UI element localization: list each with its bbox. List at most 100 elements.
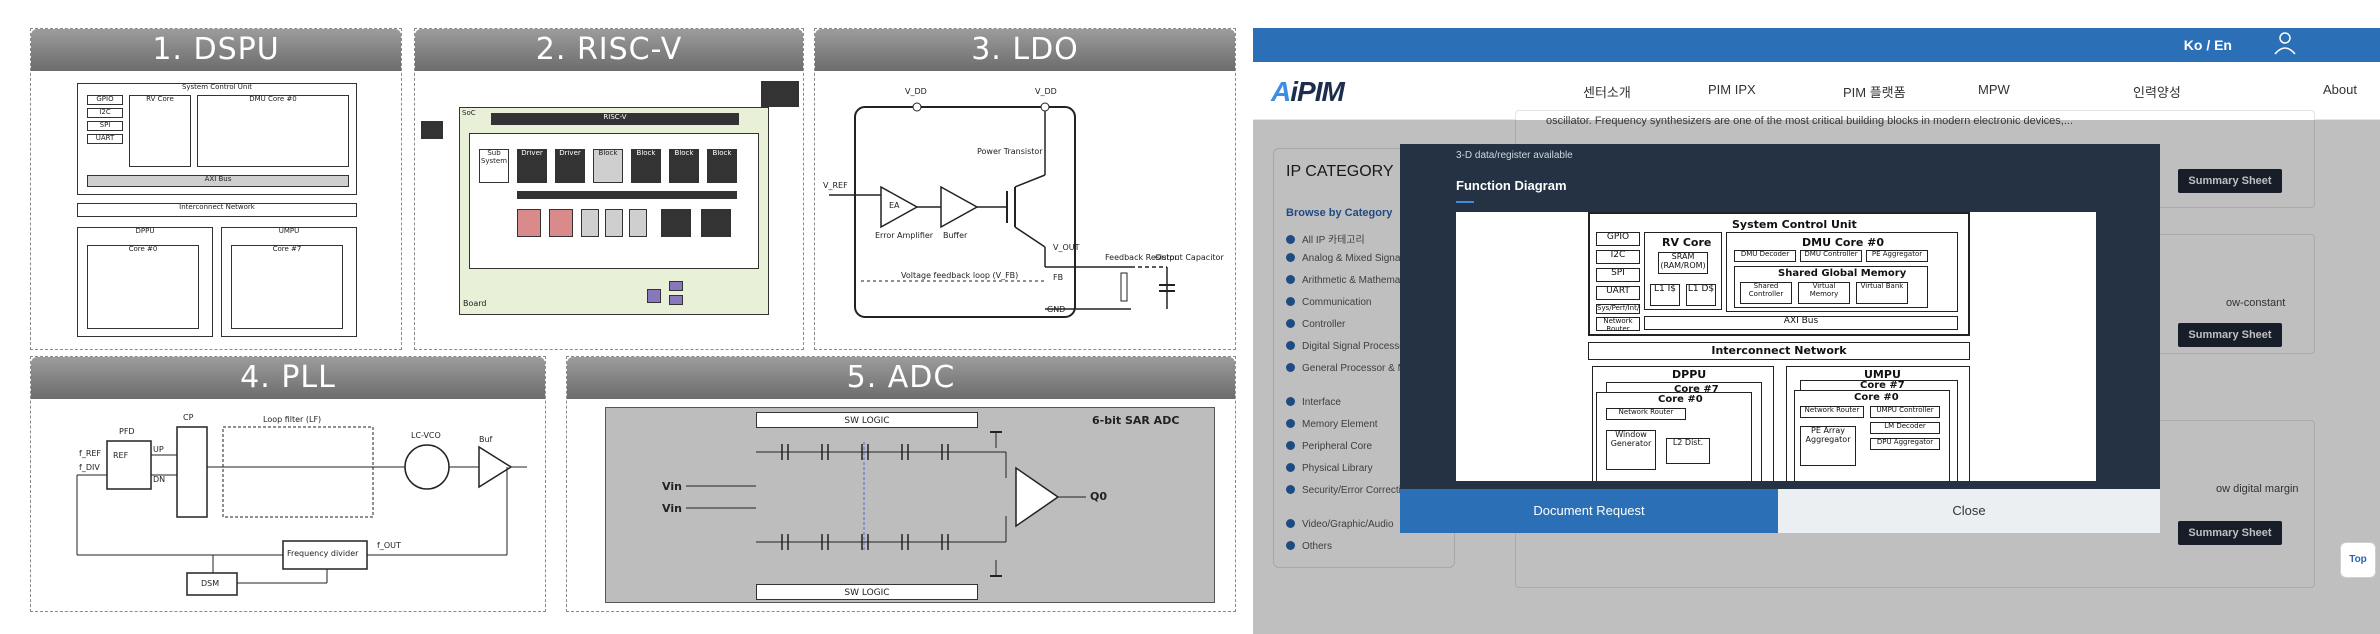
top-utility-bar: Ko / En: [1253, 28, 2380, 62]
nav-item-center[interactable]: 센터소개: [1583, 85, 1631, 100]
gpio-block: GPIO: [1596, 232, 1640, 246]
modal-title-underline: [1456, 201, 1474, 203]
rv-sram-block: SRAM (RAM/ROM): [1658, 252, 1708, 274]
sidebar-item-general-processor[interactable]: General Processor & Microcontroller: [1286, 363, 1463, 374]
sidebar-item-all[interactable]: All IP 카테고리: [1286, 231, 1365, 246]
user-icon[interactable]: [2272, 30, 2298, 58]
ldo-vfb-label: Voltage feedback loop (V_FB): [901, 271, 1019, 280]
bullet-icon: [1286, 319, 1295, 328]
riscv-sub-7: Block: [707, 149, 737, 183]
nav-item-pim-ipx[interactable]: PIM IPX: [1708, 82, 1756, 97]
adc-vin-n: Vin: [662, 502, 682, 515]
summary-sheet-button[interactable]: Summary Sheet: [2178, 521, 2282, 545]
close-button[interactable]: Close: [1778, 489, 2160, 533]
website: Ko / En AiPIM 센터소개 PIM IPX PIM 플랫폼 MPW 인…: [1253, 28, 2380, 634]
ldo-feedback-label: Feedback Resistor: [1105, 253, 1178, 262]
umpu-label: UMPU: [278, 227, 300, 235]
umpu-core-label: Core #7: [272, 245, 302, 253]
modal-title: Function Diagram: [1456, 178, 1567, 193]
sidebar-item-analog[interactable]: Analog & Mixed Signal: [1286, 253, 1403, 264]
riscv-probe-icon: [421, 121, 443, 139]
card-description: oscillator. Frequency synthesizers are o…: [1546, 115, 2074, 127]
sidebar-item-communication[interactable]: Communication: [1286, 297, 1371, 308]
ldo-power-label: Power Transistor: [977, 147, 1043, 156]
nav-item-about[interactable]: About: [2323, 82, 2357, 97]
bullet-icon: [1286, 485, 1295, 494]
ldo-vout-label: V_OUT: [1053, 243, 1080, 252]
sidebar-item-physical[interactable]: Physical Library: [1286, 463, 1373, 474]
summary-sheet-button[interactable]: Summary Sheet: [2178, 169, 2282, 193]
ldo-ea-label: EA: [889, 201, 900, 210]
scu-label: System Control Unit: [181, 83, 253, 91]
sidebar-item-label: Peripheral Core: [1302, 441, 1373, 452]
ldo-buffer-label: Buffer: [943, 231, 968, 240]
pll-dsm-label: DSM: [201, 579, 220, 588]
i2c-block: I2C: [1596, 250, 1640, 264]
sidebar-item-memory[interactable]: Memory Element: [1286, 419, 1378, 430]
panel-dspu: 1. DSPU System Control Unit GPIO I2C SPI…: [30, 28, 402, 350]
i2c-block: I2C: [87, 108, 123, 118]
language-toggle[interactable]: Ko / En: [2183, 37, 2232, 53]
dppu-title: DPPU: [1672, 368, 1707, 381]
umpu-title: UMPU: [1864, 368, 1901, 381]
panel-title: 1. DSPU: [31, 29, 401, 71]
pll-pfd-label: PFD: [119, 427, 135, 436]
sidebar-item-others[interactable]: Others: [1286, 541, 1332, 552]
document-request-button[interactable]: Document Request: [1400, 489, 1778, 533]
axi-bus-block: AXI Bus: [1644, 316, 1958, 330]
pll-schematic: [76, 426, 527, 596]
umpu-controller-block: UMPU Controller: [1870, 406, 1940, 418]
sidebar-item-dsp[interactable]: Digital Signal Processor: [1286, 341, 1408, 352]
pll-vco-label: LC-VCO: [411, 431, 441, 440]
rv-l1i-block: L1 I$: [1650, 284, 1680, 306]
nav-item-mpw[interactable]: MPW: [1978, 82, 2010, 97]
adc-title: 6-bit SAR ADC: [1092, 414, 1180, 427]
panel-title: 3. LDO: [815, 29, 1235, 71]
ldo-fb-label: FB: [1053, 273, 1064, 282]
spi-block: SPI: [87, 121, 123, 131]
uart-block: UART: [1596, 286, 1640, 300]
riscv-sub-6: Block: [669, 149, 699, 183]
sidebar-item-label: Analog & Mixed Signal: [1302, 253, 1403, 264]
bullet-icon: [1286, 419, 1295, 428]
sidebar-item-security[interactable]: Security/Error Correction/Detection: [1286, 485, 1457, 496]
riscv-bot-3: [581, 209, 599, 237]
sgm-vmem-block: Virtual Memory: [1798, 282, 1850, 304]
panel-pll: 4. PLL: [30, 356, 546, 612]
logo-rest: iPIM: [1290, 76, 1345, 107]
riscv-bot-1: [517, 209, 541, 237]
sidebar-item-interface[interactable]: Interface: [1286, 397, 1341, 408]
pll-lf-label: Loop filter (LF): [263, 415, 322, 424]
dspu-diagram: System Control Unit GPIO I2C SPI UART RV…: [37, 77, 395, 343]
bullet-icon: [1286, 463, 1295, 472]
riscv-sub-3: Driver: [555, 149, 585, 183]
ldo-output-cap-label: Output Capacitor: [1155, 253, 1224, 262]
riscv-chip-2: [669, 281, 683, 291]
pll-buf-label: Buf: [479, 435, 493, 444]
interconnect-label: Interconnect Network: [179, 203, 255, 211]
riscv-sub-1: Sub System: [479, 149, 509, 183]
interconnect-block: Interconnect Network: [1588, 342, 1970, 360]
nav-item-pim-platform[interactable]: PIM 플랫폼: [1843, 85, 1906, 100]
sidebar-item-video[interactable]: Video/Graphic/Audio: [1286, 519, 1394, 530]
sidebar-item-label: Communication: [1302, 297, 1372, 308]
ldo-vref-label: V_REF: [823, 181, 848, 190]
sidebar-item-label: Memory Element: [1302, 419, 1378, 430]
panel-title: 5. ADC: [567, 357, 1235, 399]
bullet-icon: [1286, 397, 1295, 406]
sidebar-item-arithmetic[interactable]: Arithmetic & Mathematic: [1286, 275, 1410, 286]
modal-top-text: 3-D data/register available: [1456, 150, 1573, 161]
pll-fout-label: f_OUT: [377, 541, 401, 550]
sidebar-item-label: Video/Graphic/Audio: [1302, 519, 1394, 530]
summary-sheet-button[interactable]: Summary Sheet: [2178, 323, 2282, 347]
umpu-lm-block: LM Decoder: [1870, 422, 1940, 434]
sidebar-item-controller[interactable]: Controller: [1286, 319, 1345, 330]
sidebar-item-label: Interface: [1302, 397, 1341, 408]
site-logo[interactable]: AiPIM: [1271, 76, 1345, 108]
sidebar-item-peripheral[interactable]: Peripheral Core: [1286, 441, 1372, 452]
scroll-top-button[interactable]: Top: [2340, 542, 2376, 578]
adc-sw-logic-top-label: SW LOGIC: [844, 416, 890, 426]
sgm-vbank-block: Virtual Bank: [1856, 282, 1908, 304]
function-diagram-modal: 3-D data/register available Function Dia…: [1400, 144, 2160, 533]
nav-item-training[interactable]: 인력양성: [2133, 85, 2181, 100]
